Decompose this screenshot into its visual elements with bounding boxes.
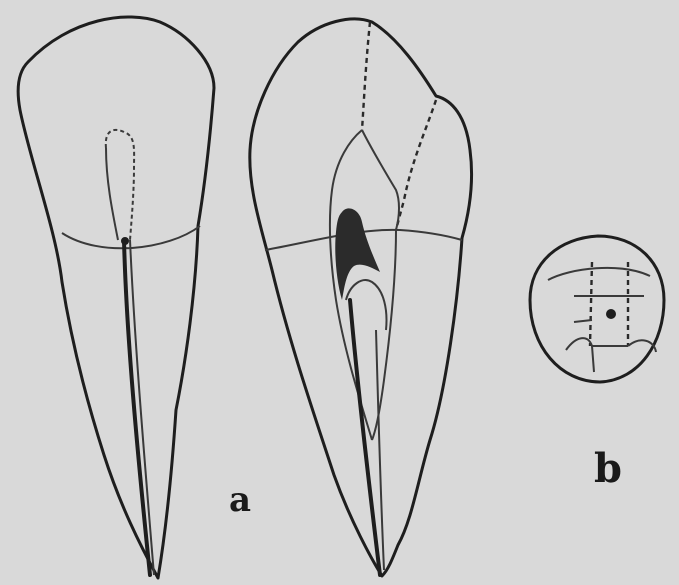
tooth-b-cross-section — [530, 236, 664, 382]
tooth-a-right-pulp-outline — [330, 130, 372, 440]
tooth-a-right-pulp-chamber-dark — [335, 208, 380, 300]
tooth-b-inner-line-top — [548, 268, 650, 280]
tooth-a-left-pulp-chamber-right — [106, 148, 118, 240]
label-a: a — [229, 480, 251, 520]
label-b: b — [594, 445, 622, 492]
tooth-b-dashed-left — [590, 262, 592, 346]
tooth-a-left-pulp-chamber — [106, 130, 134, 240]
tooth-b-lower-left — [566, 338, 594, 372]
tooth-a-right-outline — [250, 19, 472, 576]
tooth-a-left-canal-orifice — [121, 237, 129, 245]
tooth-a-right-root-canal-2 — [376, 330, 384, 570]
tooth-a-right-crown-dashed-left — [362, 22, 370, 130]
tooth-a-right-crown-dashed-right — [396, 100, 436, 230]
tooth-b-outline — [530, 236, 664, 382]
tooth-a-left — [18, 17, 214, 578]
tooth-a-right — [250, 19, 472, 576]
tooth-b-left-notch — [574, 320, 592, 322]
tooth-a-left-outline — [18, 17, 214, 578]
tooth-a-left-root-canal — [124, 240, 150, 575]
tooth-a-right-pulp-outline-right — [362, 130, 399, 440]
tooth-b-root-canal — [606, 309, 616, 319]
